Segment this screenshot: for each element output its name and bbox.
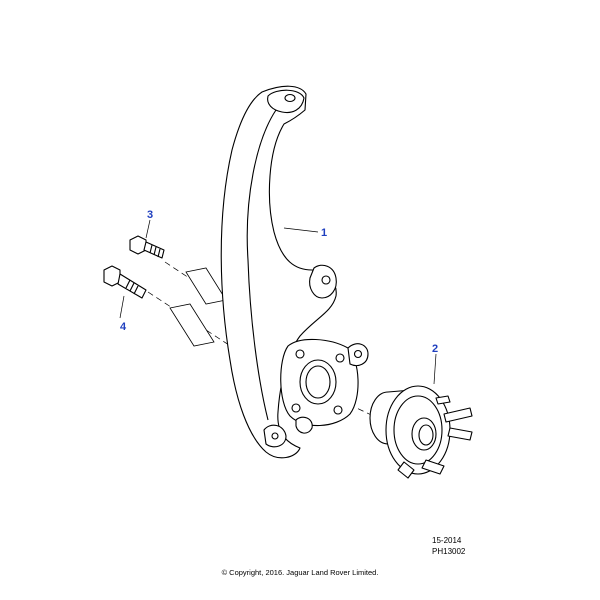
wheel-hub-bearing [369, 385, 473, 479]
leader-lines [119, 219, 437, 385]
callout-3: 3 [147, 209, 153, 221]
callout-4: 4 [120, 321, 127, 333]
copyright-notice: © Copyright, 2016. Jaguar Land Rover Lim… [221, 568, 379, 577]
guide-break-boxes [169, 267, 227, 347]
wheel-studs [397, 395, 473, 479]
callout-1: 1 [321, 227, 327, 239]
date-code: 15-2014 [432, 536, 462, 545]
illustration-id: PH13002 [432, 547, 466, 556]
upper-bolt [129, 235, 165, 259]
callout-2: 2 [432, 343, 438, 355]
steering-knuckle [220, 85, 369, 459]
lower-bolt [103, 265, 147, 299]
